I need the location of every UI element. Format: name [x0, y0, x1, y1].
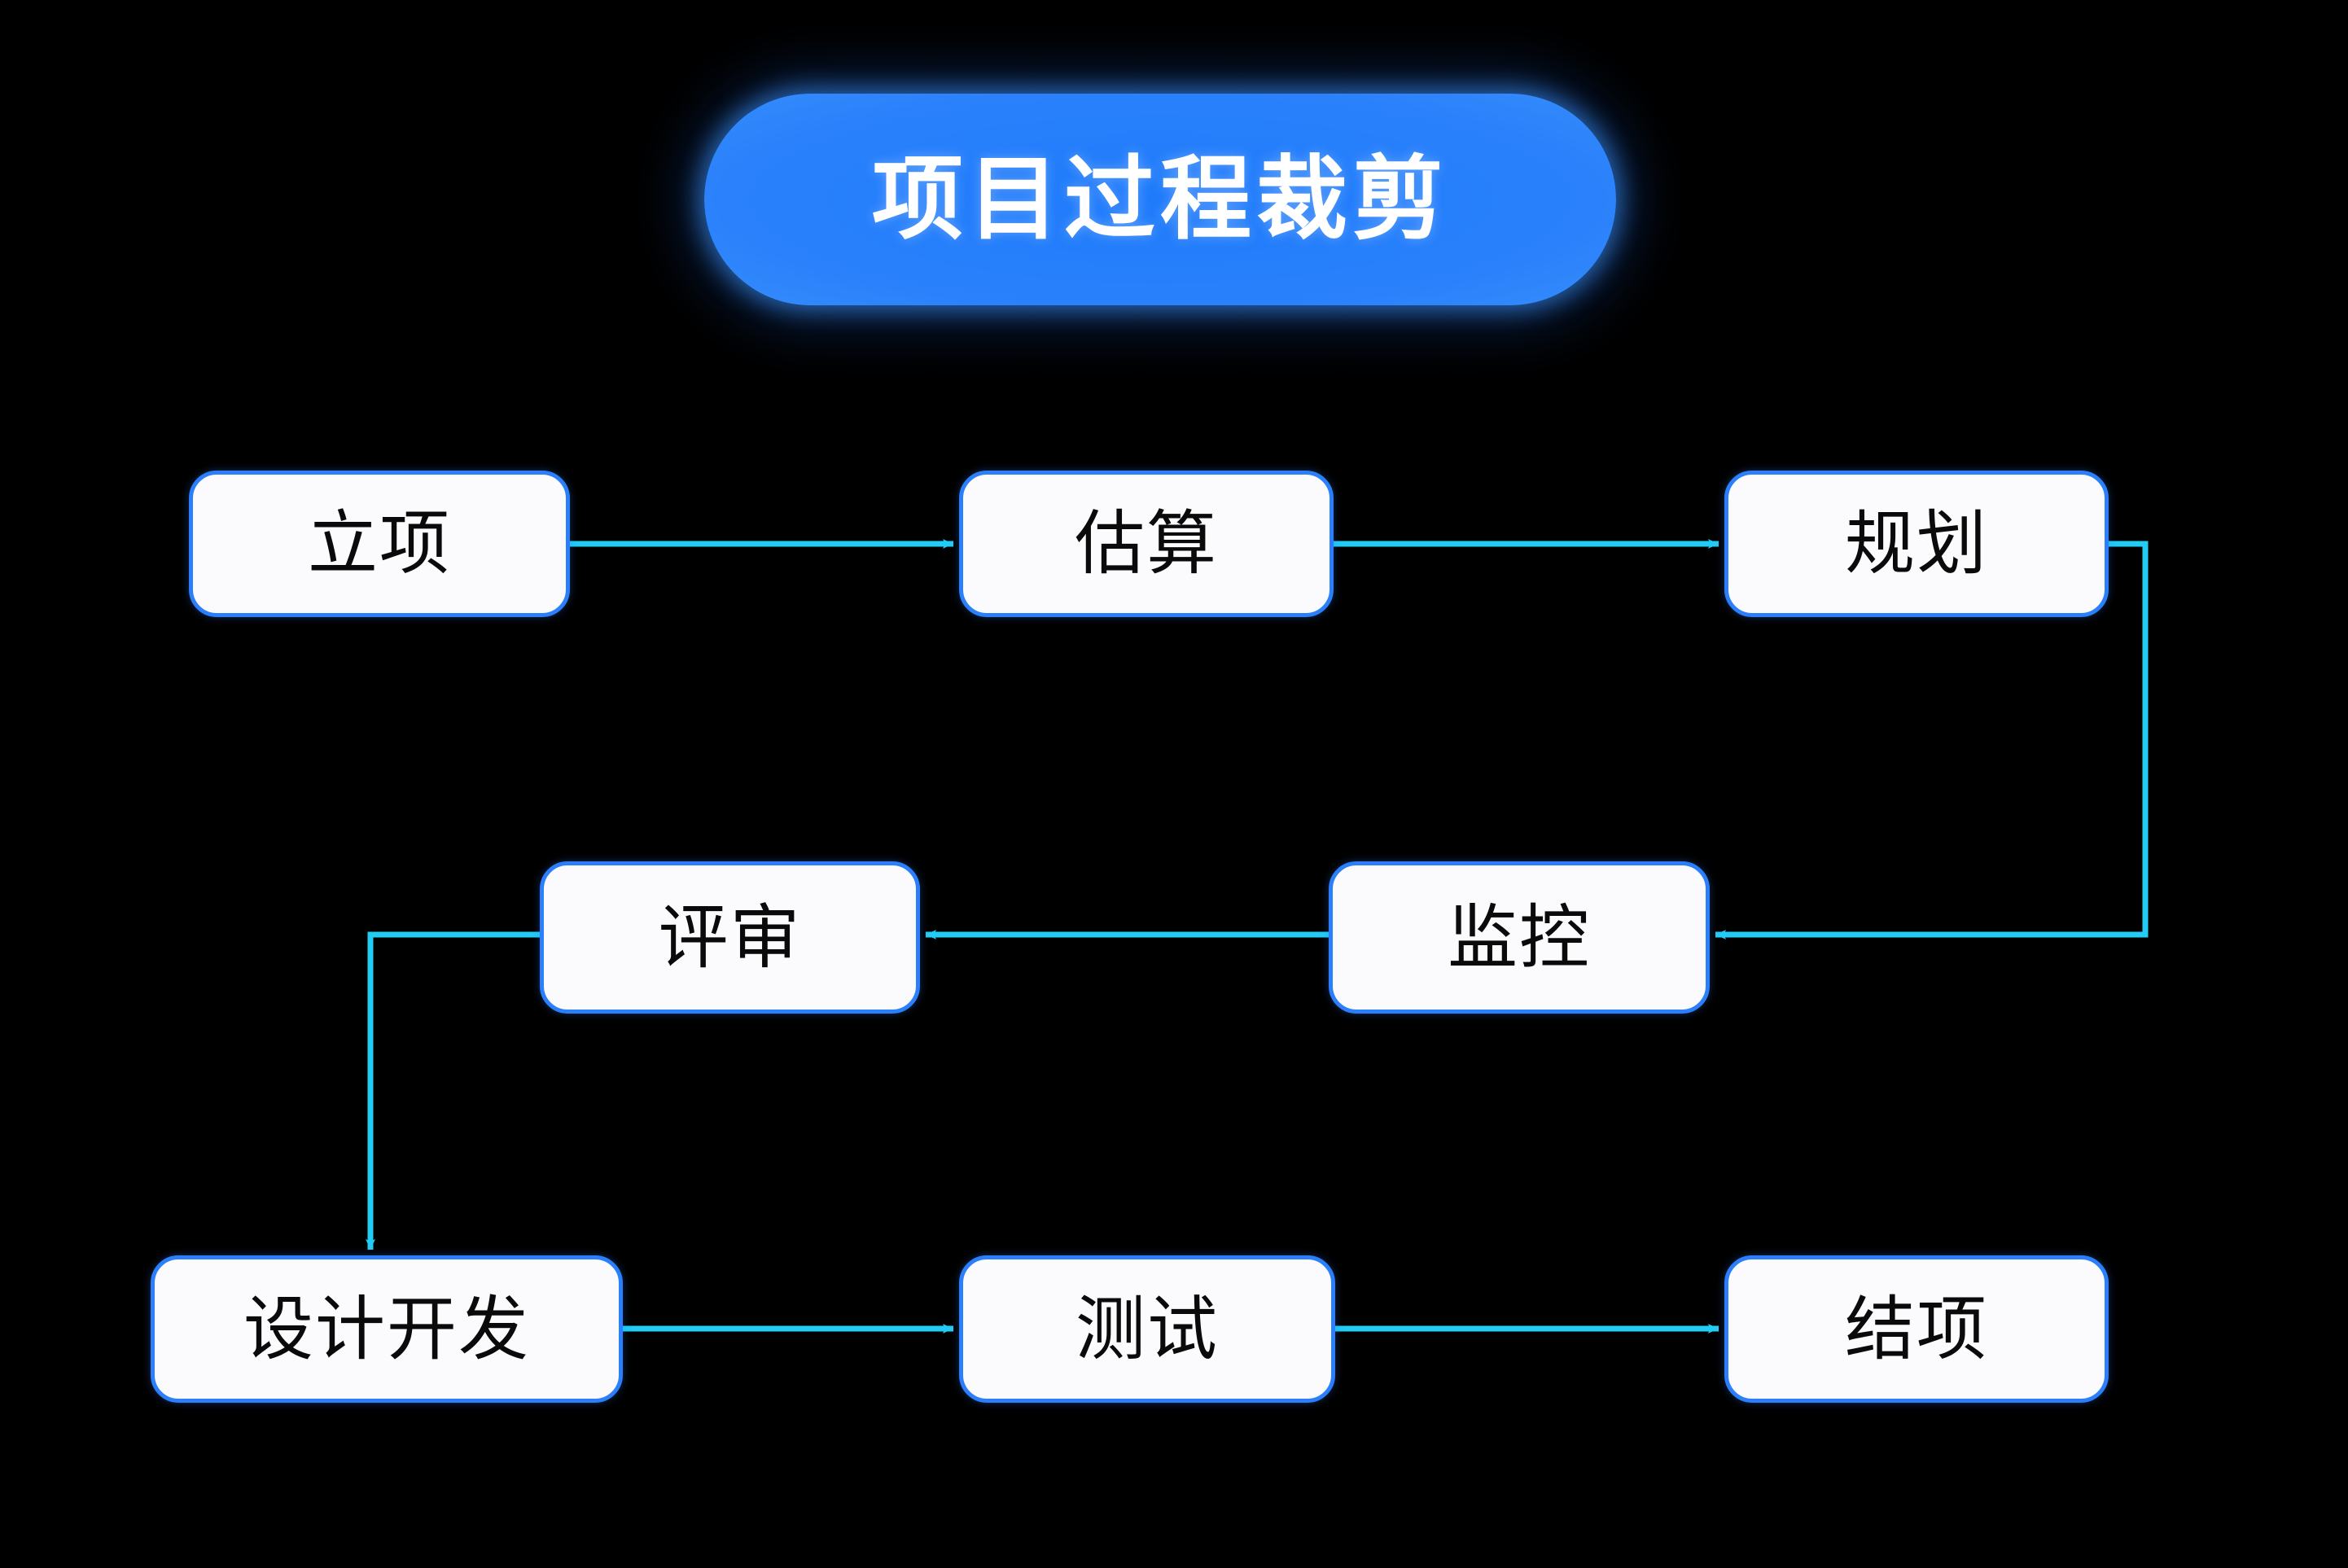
edge-guihua-to-jiankong — [1715, 541, 2149, 939]
node-label: 立项 — [308, 505, 451, 583]
node-label: 结项 — [1845, 1290, 1988, 1369]
node-label: 估算 — [1075, 505, 1218, 583]
diagram-title-badge: 项目过程裁剪 — [704, 94, 1616, 305]
node-label: 测试 — [1075, 1290, 1219, 1369]
node-ceshi[interactable]: 测试 — [959, 1255, 1335, 1403]
node-jiankong[interactable]: 监控 — [1329, 861, 1710, 1014]
node-gusuan[interactable]: 估算 — [959, 471, 1334, 617]
node-label: 设计开发 — [243, 1290, 530, 1369]
node-lixiang[interactable]: 立项 — [189, 471, 570, 617]
node-label: 评审 — [658, 898, 802, 977]
node-pingshen[interactable]: 评审 — [540, 861, 920, 1014]
node-guihua[interactable]: 规划 — [1724, 471, 2109, 617]
node-jiexiang[interactable]: 结项 — [1724, 1255, 2109, 1403]
edge-pingshen-to-sheji — [366, 931, 540, 1250]
node-label: 规划 — [1845, 505, 1988, 583]
node-label: 监控 — [1448, 898, 1591, 977]
page-title: 项目过程裁剪 — [872, 148, 1448, 250]
node-sheji-kaifa[interactable]: 设计开发 — [151, 1255, 623, 1403]
